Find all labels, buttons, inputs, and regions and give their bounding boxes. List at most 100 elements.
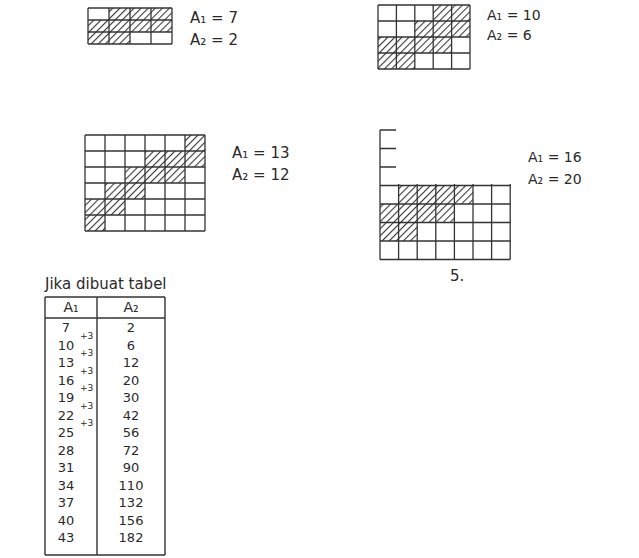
table-line	[45, 317, 165, 318]
table-cell: 12	[123, 356, 140, 370]
shaded-cell	[165, 167, 185, 183]
difference-note: +3	[80, 332, 93, 342]
table-cell: 16	[58, 374, 75, 388]
shaded-cell	[417, 186, 436, 205]
table-cell: 72	[123, 444, 140, 458]
table-line	[45, 296, 165, 297]
grid-line	[380, 185, 510, 186]
table-cell: 25	[58, 426, 75, 440]
shaded-cell	[378, 37, 396, 53]
area-label: A₂ = 12	[232, 167, 289, 184]
shaded-cell	[130, 20, 151, 32]
area-label: A₁ = 10	[487, 8, 541, 23]
table-cell: 182	[119, 531, 144, 545]
table-cell: 56	[123, 426, 140, 440]
area-label: A₁ = 7	[190, 10, 238, 27]
shaded-cell	[452, 21, 470, 37]
grid-line	[150, 8, 151, 44]
shaded-cell	[436, 186, 455, 205]
area-label: A₂ = 2	[190, 32, 238, 49]
table-line	[164, 297, 165, 555]
grid-line	[380, 203, 510, 204]
shaded-cell	[399, 223, 418, 242]
grid-line	[379, 130, 380, 260]
shaded-cell	[399, 186, 418, 205]
shaded-cell	[125, 167, 145, 183]
grid-line	[378, 4, 470, 5]
shaded-cell	[454, 186, 473, 205]
grid-line	[380, 240, 510, 241]
shaded-cell	[433, 21, 451, 37]
shaded-cell	[433, 5, 451, 21]
table-line	[96, 297, 97, 555]
table-cell: 13	[58, 356, 75, 370]
grid-figure	[88, 8, 172, 44]
shaded-cell	[399, 204, 418, 223]
grid-line	[171, 8, 172, 44]
shaded-cell	[85, 215, 105, 231]
shaded-cell	[109, 32, 130, 44]
area-label: A₁ = 16	[528, 150, 582, 165]
shaded-cell	[105, 183, 125, 199]
shaded-cell	[85, 199, 105, 215]
table-cell: 132	[119, 496, 144, 510]
table-cell: 34	[58, 479, 75, 493]
table-cell: 28	[58, 444, 75, 458]
shaded-cell	[165, 151, 185, 167]
grid-line	[85, 182, 205, 183]
grid-line	[378, 20, 470, 21]
shaded-cell	[125, 183, 145, 199]
grid-line	[85, 214, 205, 215]
shaded-cell	[433, 37, 451, 53]
shaded-cell	[151, 20, 172, 32]
grid-line	[85, 230, 205, 231]
difference-note: +3	[80, 419, 93, 429]
grid-line	[85, 166, 205, 167]
table-cell: 110	[119, 479, 144, 493]
table-cell: 20	[123, 374, 140, 388]
shaded-cell	[88, 20, 109, 32]
note-text: Jika dibuat tabel	[45, 276, 167, 293]
difference-note: +3	[80, 349, 93, 359]
table-cell: 2	[127, 321, 135, 335]
grid-line	[108, 8, 109, 44]
grid-figure	[378, 5, 470, 69]
figure-number: 5.	[450, 268, 464, 285]
difference-note: +3	[80, 367, 93, 377]
grid-line	[87, 8, 88, 44]
shaded-cell	[145, 151, 165, 167]
shaded-cell	[185, 151, 205, 167]
table-line	[44, 297, 45, 555]
shaded-cell	[452, 5, 470, 21]
shaded-cell	[109, 8, 130, 20]
table-cell: 31	[58, 461, 75, 475]
grid-figure	[85, 135, 205, 231]
erased-patch	[396, 126, 516, 184]
area-label: A₂ = 20	[528, 172, 582, 187]
shaded-cell	[185, 135, 205, 151]
grid-line	[88, 43, 172, 44]
table-cell: 6	[127, 339, 135, 353]
table-cell: 40	[58, 514, 75, 528]
grid-line	[88, 19, 172, 20]
shaded-cell	[145, 167, 165, 183]
shaded-cell	[151, 8, 172, 20]
table-cell: 10	[58, 339, 75, 353]
shaded-cell	[380, 223, 399, 242]
grid-line	[85, 134, 205, 135]
table-cell: 90	[123, 461, 140, 475]
shaded-cell	[415, 37, 433, 53]
table-cell: 43	[58, 531, 75, 545]
grid-line	[88, 7, 172, 8]
shaded-cell	[109, 20, 130, 32]
table-cell: 19	[58, 391, 75, 405]
grid-line	[378, 36, 470, 37]
table-frame	[45, 297, 165, 555]
difference-note: +3	[80, 384, 93, 394]
table-cell: 7	[62, 321, 70, 335]
grid-line	[378, 68, 470, 69]
shaded-cell	[396, 37, 414, 53]
shaded-cell	[378, 53, 396, 69]
shaded-cell	[396, 53, 414, 69]
shaded-cell	[380, 204, 399, 223]
